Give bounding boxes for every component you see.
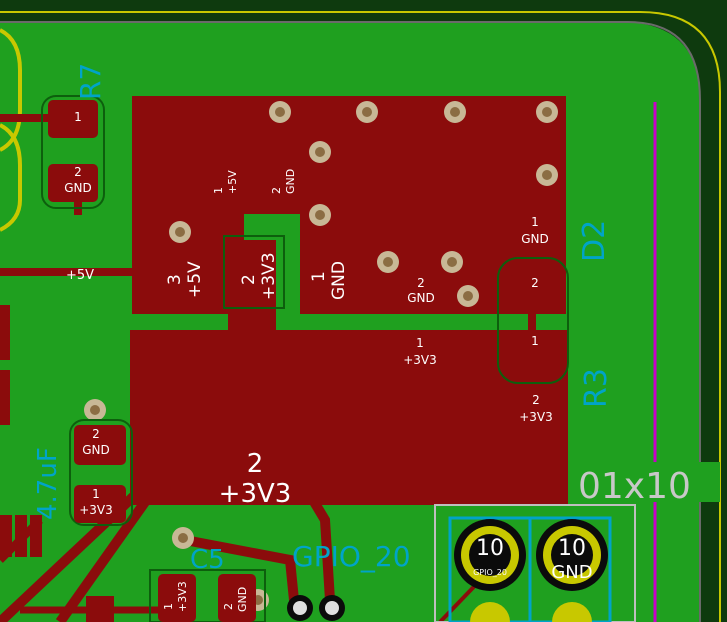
tiny-pad-3 [30,515,42,557]
board-edge-cut [0,11,721,622]
r3-net2-number: 2 [532,393,540,407]
cap-pad2-number: 2 [92,427,100,441]
c5-pad2-net: GND [236,587,249,612]
pin10b-net: GND [551,562,592,583]
pin10a-net: GPIO_20 [473,568,507,577]
d2-r3-footprint [497,257,569,384]
c5-footprint [149,569,266,622]
tiny-pad-2 [15,515,27,557]
reg-pin1-number: 1 [212,187,225,194]
trace-5v-label: +5V [66,268,94,283]
reg-pin3-net: +5V [185,261,205,298]
c5-pad-1[interactable] [158,574,196,622]
left-edge-pad-1 [0,305,10,360]
plane-3v3-number: 2 [247,449,264,479]
trace-3v3-diag-2 [55,492,155,622]
cap-pad1-net: +3V3 [79,503,113,517]
d2-silk-label: D2 [577,220,612,262]
d2-pad1-number: 1 [531,215,539,229]
r7-pad2-net: GND [64,181,92,195]
plane-5v-neck [212,96,262,214]
tab-gnd-number: 2 [417,276,425,290]
gpio20-silk-label: GPIO_20 [292,540,411,573]
c5-pad-2[interactable] [218,574,256,622]
reg-pin2-number: 2 [270,187,283,194]
pin10a-number: 10 [476,536,504,561]
via-group [84,101,558,611]
c5-pad1-number: 1 [162,603,175,610]
left-pad-outline-2 [0,123,22,232]
cap-pad-1[interactable] [74,485,126,523]
plane-3v3-main[interactable] [130,330,568,505]
pin10b-number: 10 [558,536,586,561]
d2-pad2-number: 2 [531,276,539,290]
plane-gnd-top[interactable] [260,96,566,214]
left-pad-outline-1 [0,28,22,152]
reg-pin2-net: GND [284,169,297,194]
r3-net1-number: 1 [416,336,424,350]
plane-3v3-neck [228,240,276,332]
connector-label-bg [568,462,720,502]
bottom-th-pads [287,595,345,621]
connector-pin-10a[interactable] [454,519,526,591]
r7-pad-2[interactable] [48,164,98,202]
c5-pad2-number: 2 [222,603,235,610]
reg-pad2-number: 2 [239,274,259,285]
cap-value-silk: 4.7uF [33,447,63,520]
connector-pin-9[interactable] [470,602,592,622]
c5-silk-label: C5 [190,545,225,575]
tiny-pad-4 [86,596,114,622]
r7-pad-1[interactable] [48,100,98,138]
r7-pad1-number: 1 [74,110,82,124]
r7-footprint [41,95,105,209]
left-edge-pad-2 [0,370,10,425]
reg-pad1-net: GND [329,261,349,300]
plane-3v3-net: +3V3 [219,479,292,509]
reg-pad2-net: +3V3 [259,252,279,300]
d2-pad-2[interactable] [508,275,558,305]
r7-silk-label: R7 [74,63,107,100]
reg-pin1-net: +5V [226,170,239,194]
d2-pad1-net: GND [521,232,549,246]
tab-gnd-net: GND [407,291,435,305]
connector-courtyard [434,504,636,622]
r3-silk-label: R3 [579,368,614,408]
pad-outline-3v3 [223,235,285,309]
cap-pad1-number: 1 [92,487,100,501]
r3-net1: +3V3 [403,353,437,367]
c5-pad1-net: +3V3 [176,581,189,612]
cap-pad-2[interactable] [74,425,126,465]
connector-pin-10b[interactable] [536,519,608,591]
r7-pad2-number: 2 [74,165,82,179]
cap-footprint [69,419,133,526]
cap-pad2-net: GND [82,443,110,457]
r3-pad1-number: 1 [531,334,539,348]
board-edge-inner [0,21,701,622]
reg-pin3-number: 3 [165,274,185,285]
reg-pad1-number: 1 [309,271,329,282]
r3-pad-1[interactable] [508,333,558,363]
trace-c5-out [184,535,300,611]
connector-size-label: 01x10 [578,466,691,507]
r3-net2: +3V3 [519,410,553,424]
tiny-pad-1 [0,515,12,557]
